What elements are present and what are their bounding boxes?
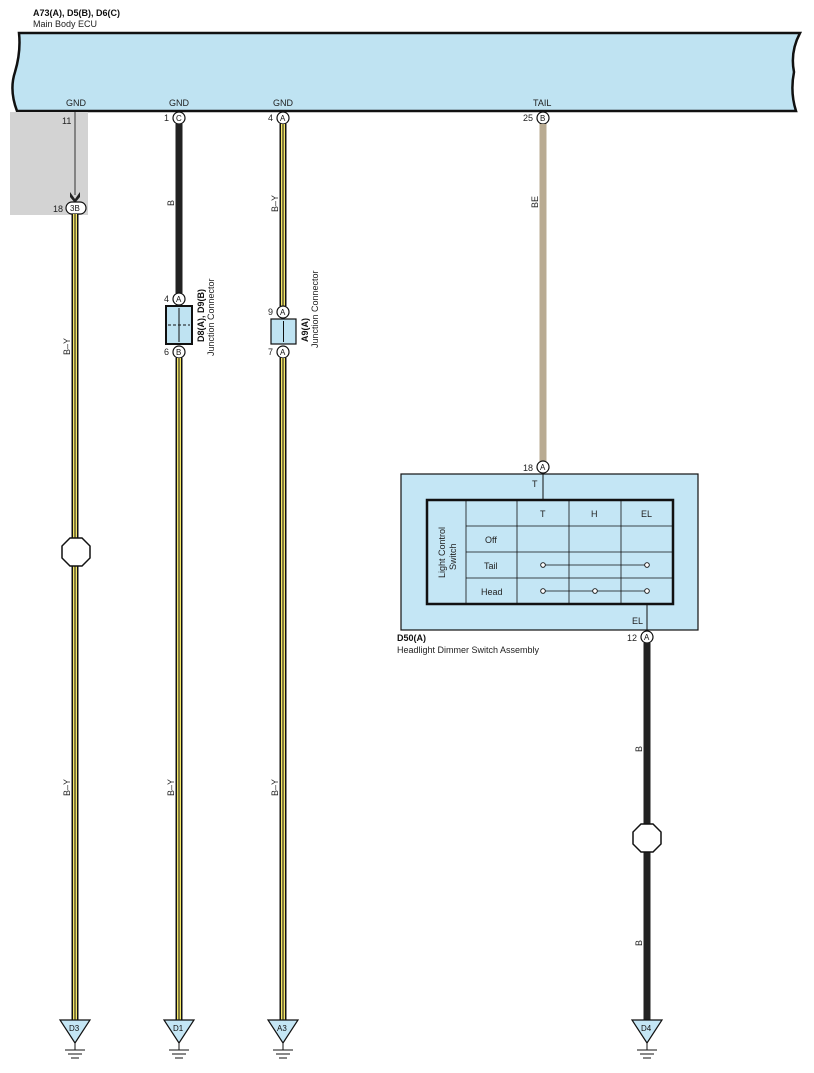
- switch-in-connector: A: [540, 463, 546, 472]
- ground-d1-icon: [162, 1019, 196, 1059]
- table-col-h: H: [591, 509, 598, 519]
- pin-9-j2: 9: [268, 307, 273, 317]
- wire3-color-upper: B–Y: [270, 195, 280, 212]
- switch-terminal-el: EL: [632, 616, 643, 626]
- table-row-tail: Tail: [484, 561, 498, 571]
- wire5-color-lower: B: [634, 940, 644, 946]
- switch-title: D50(A): [397, 633, 426, 643]
- table-col-t: T: [540, 509, 546, 519]
- connector-c-label: C: [176, 114, 182, 123]
- table-label-line1: Light Control: [437, 527, 447, 578]
- ecu-name: Main Body ECU: [33, 19, 97, 29]
- junction2-name: Junction Connector: [310, 270, 320, 348]
- pin-6-j1: 6: [164, 347, 169, 357]
- ground-d3-label: D3: [69, 1024, 80, 1033]
- wire1-arrow-icon: [70, 192, 80, 203]
- wire5-splice-octagon: [632, 823, 662, 853]
- ecu-terminal-tail: TAIL: [533, 98, 551, 108]
- pin-18-w1: 18: [53, 204, 63, 214]
- ecu-terminal-gnd-2: GND: [169, 98, 190, 108]
- wire1-splice-octagon: [61, 537, 91, 567]
- ground-d4-label: D4: [641, 1024, 652, 1033]
- head-dot-el: [644, 588, 650, 594]
- tail-dot-t: [540, 562, 546, 568]
- ground-a3-icon: [266, 1019, 300, 1059]
- pin-12-sw: 12: [627, 633, 637, 643]
- pin-7-j2: 7: [268, 347, 273, 357]
- table-label-line2: Switch: [448, 543, 458, 570]
- connector-3b-label: 3B: [70, 204, 80, 213]
- junction1-out-connector: B: [176, 348, 181, 357]
- ecu-terminal-gnd-3: GND: [273, 98, 294, 108]
- pin-11: 11: [62, 116, 71, 126]
- ground-d1-label: D1: [173, 1024, 184, 1033]
- table-row-off: Off: [485, 535, 497, 545]
- wire1-color-upper: B–Y: [62, 338, 72, 355]
- junction1-title: D8(A), D9(B): [196, 289, 206, 342]
- junction2-out-connector: A: [280, 348, 286, 357]
- wire2-color-upper: B: [166, 200, 176, 206]
- tail-dot-el: [644, 562, 650, 568]
- ecu-terminal-gnd-1: GND: [66, 98, 87, 108]
- ecu-body: [11, 31, 803, 113]
- table-row-head: Head: [481, 587, 503, 597]
- table-col-el: EL: [641, 509, 652, 519]
- wire3-color-lower: B–Y: [270, 779, 280, 796]
- connector-b-label: B: [540, 114, 545, 123]
- switch-terminal-t: T: [532, 479, 538, 489]
- wire2-color-lower: B–Y: [166, 779, 176, 796]
- wire1-color-lower: B–Y: [62, 779, 72, 796]
- junction1-in-connector: A: [176, 295, 182, 304]
- ecu-title: A73(A), D5(B), D6(C): [33, 8, 120, 18]
- head-dot-t: [540, 588, 546, 594]
- junction1-name: Junction Connector: [206, 278, 216, 356]
- wire4-color: BE: [530, 196, 540, 208]
- wire5-color-upper: B: [634, 746, 644, 752]
- switch-out-connector: A: [644, 633, 650, 642]
- pin-18-sw: 18: [523, 463, 533, 473]
- junction2-in-connector: A: [280, 308, 286, 317]
- ground-d4-icon: [630, 1019, 664, 1059]
- pin-25: 25: [523, 113, 533, 123]
- switch-name: Headlight Dimmer Switch Assembly: [397, 645, 540, 655]
- ground-d3-icon: [58, 1019, 92, 1059]
- pin-4-j1: 4: [164, 294, 169, 304]
- ground-a3-label: A3: [277, 1024, 287, 1033]
- pin-4: 4: [268, 113, 273, 123]
- junction2-title: A9(A): [300, 318, 310, 342]
- head-dot-h: [592, 588, 598, 594]
- connector-a-label: A: [280, 114, 286, 123]
- junction2-in-circle: [276, 305, 290, 319]
- pin-1: 1: [164, 113, 169, 123]
